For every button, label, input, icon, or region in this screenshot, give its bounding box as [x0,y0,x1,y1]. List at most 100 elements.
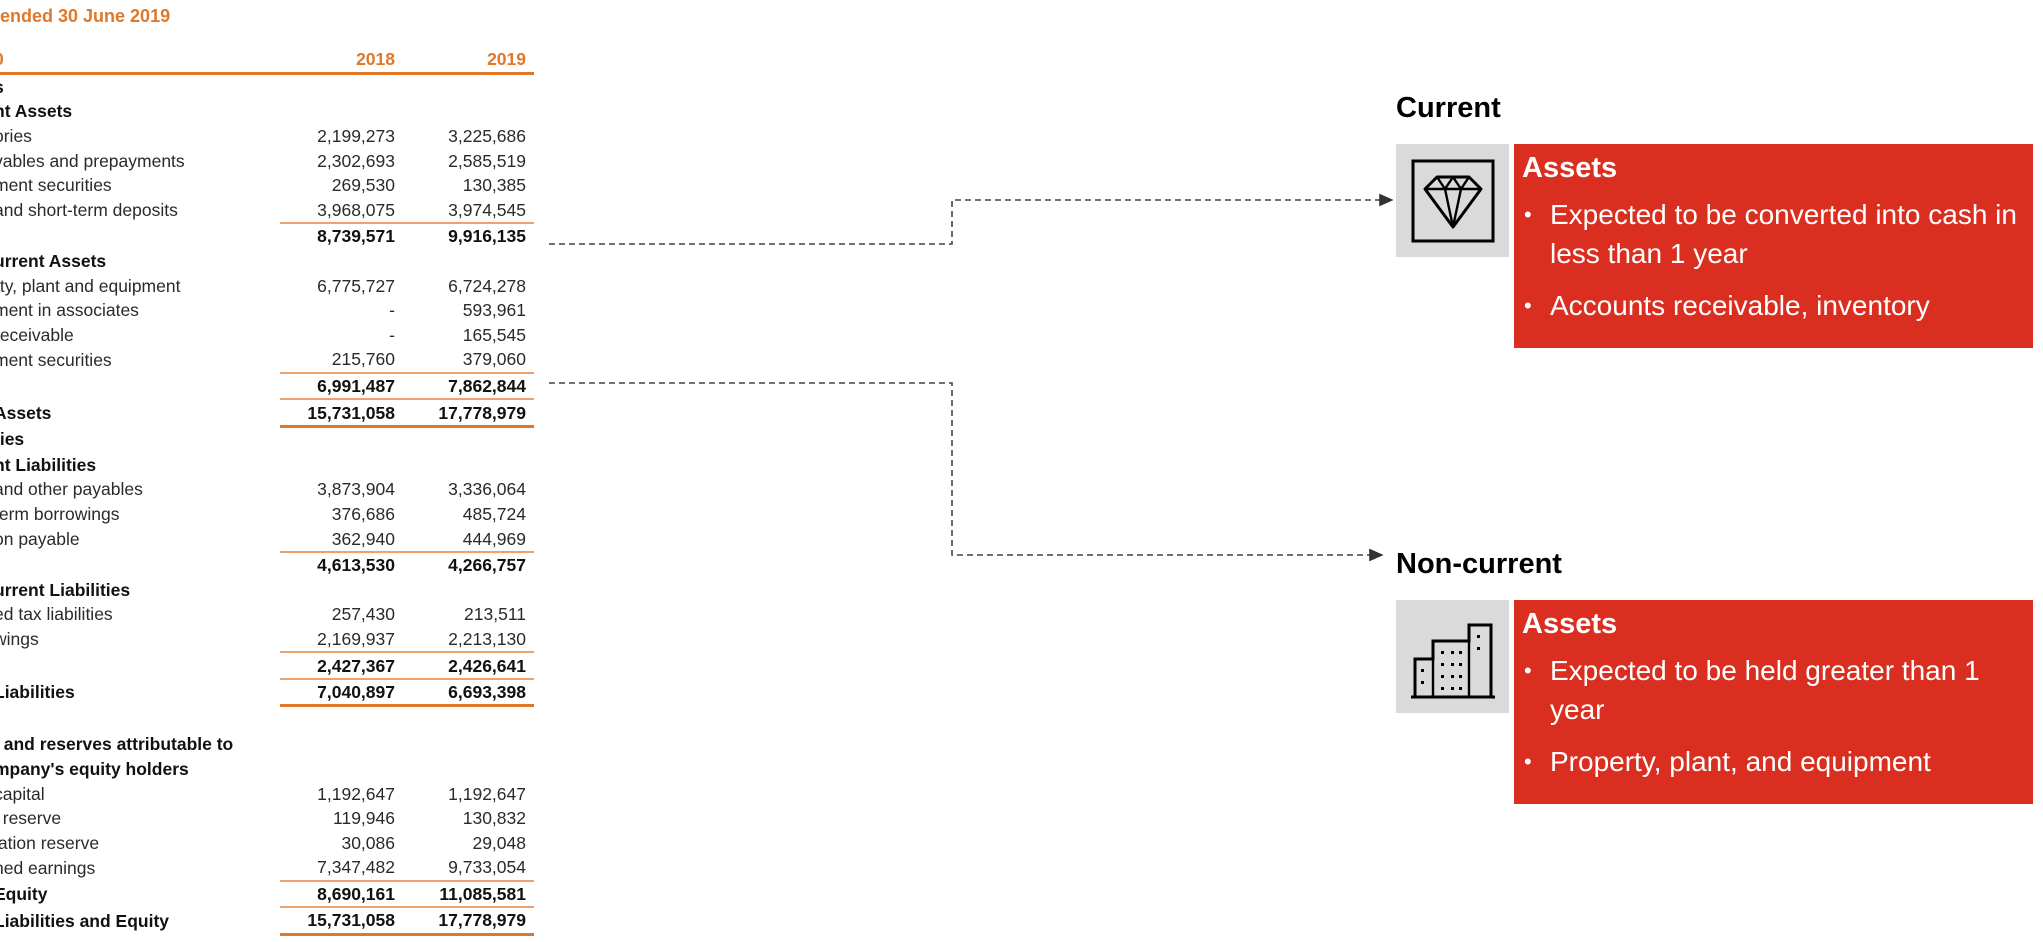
value-2019: 2,426,641 [403,651,534,679]
table-row: ment securities 269,530 130,385 [0,173,534,198]
noncurrent-icon-box [1396,600,1509,713]
bullet-text: Property, plant, and equipment [1550,746,1931,777]
bullet-text: Accounts receivable, inventory [1550,290,1930,321]
table-row: ties [0,426,534,452]
bullet-item: •Expected to be held greater than 1 year [1522,651,2023,729]
value-2018: 2,199,273 [317,126,395,147]
value-2018: 1,192,647 [317,783,395,804]
row-label: lation reserve [0,832,100,853]
noncurrent-assets-heading: Assets [1522,608,1618,640]
noncurrent-title: Non-current [1396,548,1562,580]
value-2019: 11,085,581 [403,879,534,908]
row-label: urrent Liabilities [0,579,131,600]
diamond-icon [1411,159,1494,242]
value-2019: 3,336,064 [448,479,526,500]
building-icon [1410,623,1495,698]
row-label: and short-term deposits [0,200,178,221]
row-label: nt Assets [0,101,73,122]
row-label: Liabilities and Equity [0,910,170,931]
value-2019: 213,511 [464,604,526,625]
value-2019: 593,961 [462,300,526,321]
value-2018: - [389,324,395,345]
value-2018: 15,731,058 [280,906,403,936]
table-row: l and reserves attributable to [0,732,534,757]
current-assets-bullets: • Expected to be converted into cash in l… [1522,195,2023,325]
value-2019: 17,778,979 [403,906,534,936]
value-2018: 8,739,571 [280,222,403,249]
value-2018: 8,690,161 [280,879,403,908]
value-2018: 257,430 [331,604,395,625]
table-row: mpany's equity holders [0,757,534,782]
table-row: lation reserve 30,086 29,048 [0,830,534,855]
row-label: term borrowings [0,503,120,524]
value-2018: 7,347,482 [317,857,395,878]
row-label: and other payables [0,479,143,500]
table-row: s [0,73,534,99]
row-label: ment securities [0,175,112,196]
bullet-glyph: • [1524,749,1532,774]
value-2019: 29,048 [472,832,526,853]
value-2019: 3,225,686 [448,126,526,147]
bullet-glyph: • [1524,658,1532,683]
value-2018: 4,613,530 [280,550,403,578]
row-label: capital [0,783,45,804]
column-header-2019: 2019 [403,47,534,75]
value-2019: 130,385 [462,175,526,196]
value-2019: 6,693,398 [403,677,534,708]
row-label: receivable [0,324,74,345]
value-2018: 215,760 [331,349,395,370]
value-2018: 119,946 [333,808,395,829]
current-title: Current [1396,92,1501,124]
statement-period: ended 30 June 2019 [0,6,171,26]
balance-sheet: ended 30 June 2019 0 2018 2019 snt Asset… [0,0,545,942]
value-2019: 130,832 [462,808,526,829]
row-label: s [0,73,280,99]
value-2019: 4,266,757 [403,550,534,578]
bullet-item: • Property, plant, and equipment [1522,742,2023,781]
table-row: urrent Assets [0,249,534,274]
value-2019: 2,213,130 [448,628,526,649]
current-assets-box: Assets •Expected to be converted into ca… [1514,144,2033,348]
value-2018: 30,086 [341,832,395,853]
bullet-item: •Accounts receivable, inventory [1522,286,2023,325]
value-2019: 379,060 [462,349,526,370]
value-2019: 2,585,519 [448,150,526,171]
value-2018: 2,169,937 [317,628,395,649]
value-2019: 6,724,278 [448,275,526,296]
table-header-row: 0 2018 2019 [0,47,534,75]
value-2019: 9,733,054 [448,857,526,878]
table-row: nt Assets [0,99,534,124]
value-2018: 15,731,058 [280,398,403,428]
bullet-text: Expected to be converted into cash in le… [1550,199,2017,269]
value-2018: 7,040,897 [280,677,403,708]
value-2018: 3,968,075 [317,199,395,220]
bullet-glyph: • [1524,202,1532,227]
value-2019: 7,862,844 [403,371,534,400]
row-label: l reserve [0,808,62,829]
row-label: Liabilities [0,682,75,703]
value-2018: 269,530 [331,175,395,196]
value-2018: 362,940 [331,528,395,549]
noncurrent-assets-bullets: •Expected to be held greater than 1 year… [1522,651,2023,781]
value-2018: 3,873,904 [317,479,395,500]
row-label: urrent Assets [0,251,107,272]
row-label: nt Liabilities [0,454,97,475]
noncurrent-assets-connector [549,382,1384,562]
table-row: and other payables 3,873,904 3,336,064 [0,477,534,502]
value-2018: 6,991,487 [280,371,403,400]
value-2018: 2,427,367 [280,651,403,679]
